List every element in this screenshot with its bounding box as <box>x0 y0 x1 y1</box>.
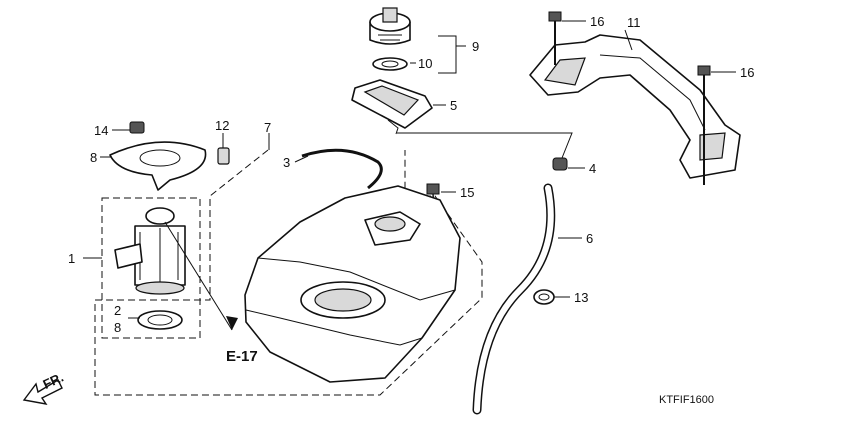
lock-ring <box>301 148 383 190</box>
callout-3: 3 <box>283 155 290 170</box>
callout-16-top: 16 <box>590 14 604 29</box>
callout-7: 7 <box>264 120 271 135</box>
fuel-tank <box>244 185 461 383</box>
nut-14 <box>129 121 145 134</box>
leader-4-to-5 <box>397 132 573 159</box>
fuel-pump <box>114 207 186 295</box>
connector-12 <box>217 147 230 165</box>
bolt-16-right <box>697 65 711 185</box>
hose-clip-4 <box>552 157 568 171</box>
callout-16-right: 16 <box>740 65 754 80</box>
hose-clip-13 <box>533 289 555 305</box>
callout-1: 1 <box>68 251 75 266</box>
callout-10: 10 <box>418 56 432 71</box>
reference-label: E-17 <box>226 348 258 365</box>
callout-6: 6 <box>586 231 593 246</box>
pump-packing <box>137 310 183 330</box>
callout-8-plate: 8 <box>90 150 97 165</box>
callout-2: 2 <box>114 303 121 318</box>
leader-lines <box>83 20 736 319</box>
callout-4: 4 <box>589 161 596 176</box>
diagram-code: KTFIF1600 <box>659 394 714 406</box>
reference-arrow-line <box>164 221 233 331</box>
tank-bracket <box>529 34 741 179</box>
callout-8-lower: 8 <box>114 320 121 335</box>
assembly-outline-pump <box>101 197 201 339</box>
callout-12: 12 <box>215 118 229 133</box>
callout-15: 15 <box>460 185 474 200</box>
callout-13: 13 <box>574 290 588 305</box>
callout-11: 11 <box>627 15 641 30</box>
callout-9: 9 <box>472 39 479 54</box>
callout-5: 5 <box>450 98 457 113</box>
fuel-cap <box>369 7 411 45</box>
bolt-16-top <box>548 11 562 65</box>
reference-arrow-head <box>226 316 238 330</box>
setting-plate <box>109 141 207 191</box>
cap-seal <box>372 57 408 71</box>
callout-14: 14 <box>94 123 108 138</box>
front-direction-arrow: FR. <box>22 369 66 405</box>
filler-tray <box>351 79 433 135</box>
